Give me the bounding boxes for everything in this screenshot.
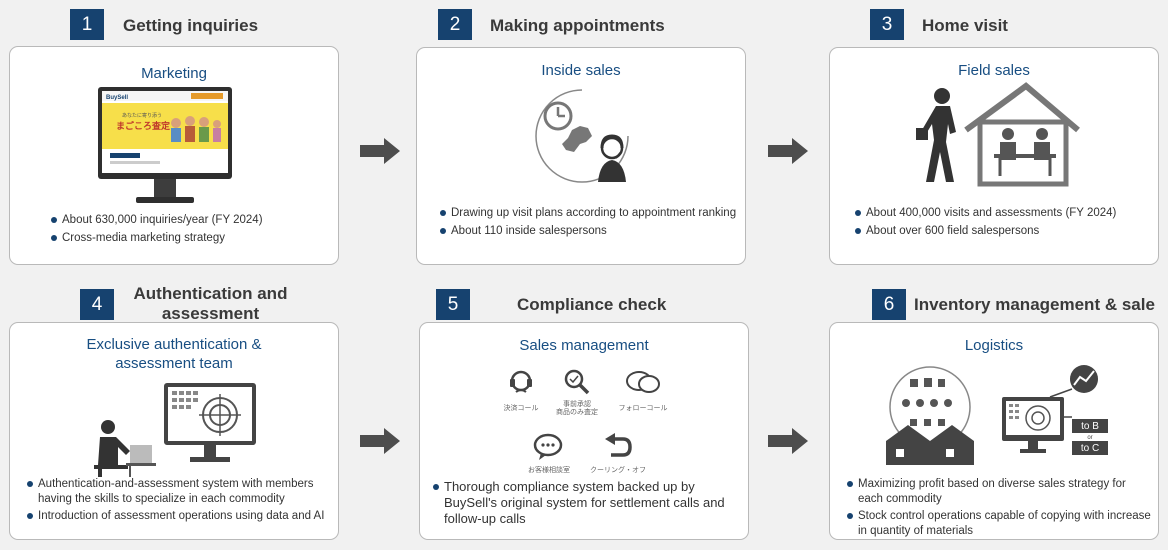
step-6-bullet: Maximizing profit based on diverse sales… xyxy=(846,477,1152,506)
step-4-bullet: Authentication-and-assessment system wit… xyxy=(26,477,338,506)
arrow-right-icon xyxy=(768,428,808,454)
website-heading-text: まごころ査定 xyxy=(116,120,171,132)
step-3-bullet: About 400,000 visits and assessments (FY… xyxy=(854,206,1154,221)
customer-desk-label: お客様相談室 xyxy=(528,467,570,474)
return-arrow-icon xyxy=(605,433,632,457)
step-5-title: Compliance check xyxy=(517,295,667,314)
magnifier-icon xyxy=(564,369,590,395)
step-1-bullet: Cross-media marketing strategy xyxy=(50,231,335,246)
step-2-card: Inside sales Drawing up visit plans acco… xyxy=(416,47,746,265)
settlement-call-label: 決済コール xyxy=(503,405,539,412)
step-6-card-title: Logistics xyxy=(964,337,1024,354)
monitor-website-icon: BuySell あなたに寄り添う まごころ査定 xyxy=(98,87,232,203)
step-3-number: 3 xyxy=(870,9,904,40)
step-6-number: 6 xyxy=(872,289,906,320)
step-5-number: 5 xyxy=(436,289,470,320)
website-logo-text: BuySell xyxy=(106,95,128,101)
step-6-bullet: Stock control operations capable of copy… xyxy=(846,509,1152,538)
step-1-bullets: About 630,000 inquiries/year (FY 2024) C… xyxy=(50,213,335,248)
consultation-chat-icon xyxy=(533,433,563,460)
step-6-card: Logistics to B or to C Maximizing xyxy=(829,322,1159,540)
step-3-bullet: About over 600 field salespersons xyxy=(854,224,1154,239)
step-1-card-title: Marketing xyxy=(141,65,207,82)
step-6-title: Inventory management & sale xyxy=(914,295,1155,314)
arrow-right-icon xyxy=(360,428,400,454)
home-visit-icon xyxy=(916,82,1080,187)
step-2-number: 2 xyxy=(438,9,472,40)
step-4-card: Exclusive authentication & assessment te… xyxy=(9,322,339,540)
step-5-bullet: Thorough compliance system backed up by … xyxy=(432,479,742,527)
inside-sales-icon xyxy=(535,89,629,183)
follow-call-label: フォローコール xyxy=(618,405,668,412)
step-5-card: Sales management 決済コール 事前承認 商品のみ査定 フォローコ… xyxy=(419,322,749,540)
step-1-card: Marketing BuySell あなたに寄り添う まごころ査定 About … xyxy=(9,46,339,265)
step-1-title: Getting inquiries xyxy=(123,16,259,35)
to-b-label: to B xyxy=(1081,421,1099,432)
logistics-icon: to B or to C xyxy=(886,365,1108,465)
or-label: or xyxy=(1087,435,1092,441)
step-2-bullet: Drawing up visit plans according to appo… xyxy=(439,206,739,221)
step-2-bullet: About 110 inside salespersons xyxy=(439,224,739,239)
step-5-card-title: Sales management xyxy=(519,337,649,354)
cooling-off-label: クーリング・オフ xyxy=(590,467,646,474)
assessment-monitor-icon xyxy=(94,383,256,477)
step-4-title: Authentication and assessment xyxy=(133,284,288,323)
arrow-right-icon xyxy=(768,138,808,164)
step-2-bullets: Drawing up visit plans according to appo… xyxy=(439,206,739,241)
website-tagline-text: あなたに寄り添う xyxy=(122,112,162,119)
step-2-card-title: Inside sales xyxy=(541,62,621,79)
headset-icon xyxy=(510,370,532,393)
step-3-card-title: Field sales xyxy=(958,62,1030,79)
pre-approval-label: 事前承認 商品のみ査定 xyxy=(556,401,598,416)
step-4-bullet: Introduction of assessment operations us… xyxy=(26,509,338,524)
step-1-bullet: About 630,000 inquiries/year (FY 2024) xyxy=(50,213,335,228)
arrow-right-icon xyxy=(360,138,400,164)
to-c-label: to C xyxy=(1081,443,1099,454)
step-6-bullets: Maximizing profit based on diverse sales… xyxy=(846,477,1152,541)
step-1-number: 1 xyxy=(70,9,104,40)
step-4-number: 4 xyxy=(80,289,114,320)
speech-bubbles-icon xyxy=(626,371,660,393)
step-4-card-title: Exclusive authentication & assessment te… xyxy=(86,336,262,372)
step-5-bullets: Thorough compliance system backed up by … xyxy=(432,479,742,530)
step-4-bullets: Authentication-and-assessment system wit… xyxy=(26,477,338,527)
step-3-title: Home visit xyxy=(922,16,1008,35)
step-3-bullets: About 400,000 visits and assessments (FY… xyxy=(854,206,1154,241)
step-3-card: Field sales About 400,000 visits and ass… xyxy=(829,47,1159,265)
step-2-title: Making appointments xyxy=(490,16,665,35)
